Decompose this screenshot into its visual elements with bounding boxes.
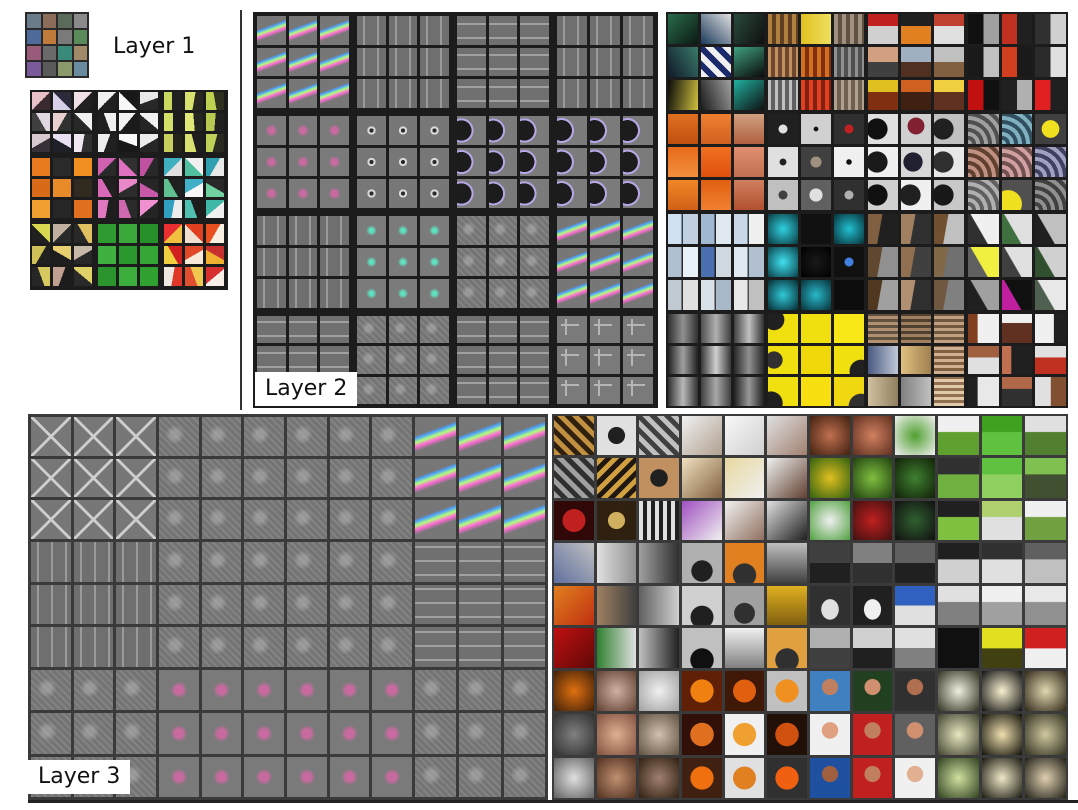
layer1-label: Layer 1 (103, 30, 206, 64)
layer2-patches-grid (666, 12, 1068, 408)
layer1-filter-thumbnail (25, 12, 89, 78)
layer3-patches-grid (552, 414, 1068, 800)
layer3-feature-grid (28, 414, 548, 800)
layer2-feature-grid (253, 12, 658, 408)
layer2-label: Layer 2 (255, 372, 358, 406)
vertical-divider (240, 10, 242, 410)
layer3-label: Layer 3 (28, 760, 131, 794)
bottom-divider (28, 800, 1078, 803)
layer1-patches-grid (30, 90, 228, 290)
